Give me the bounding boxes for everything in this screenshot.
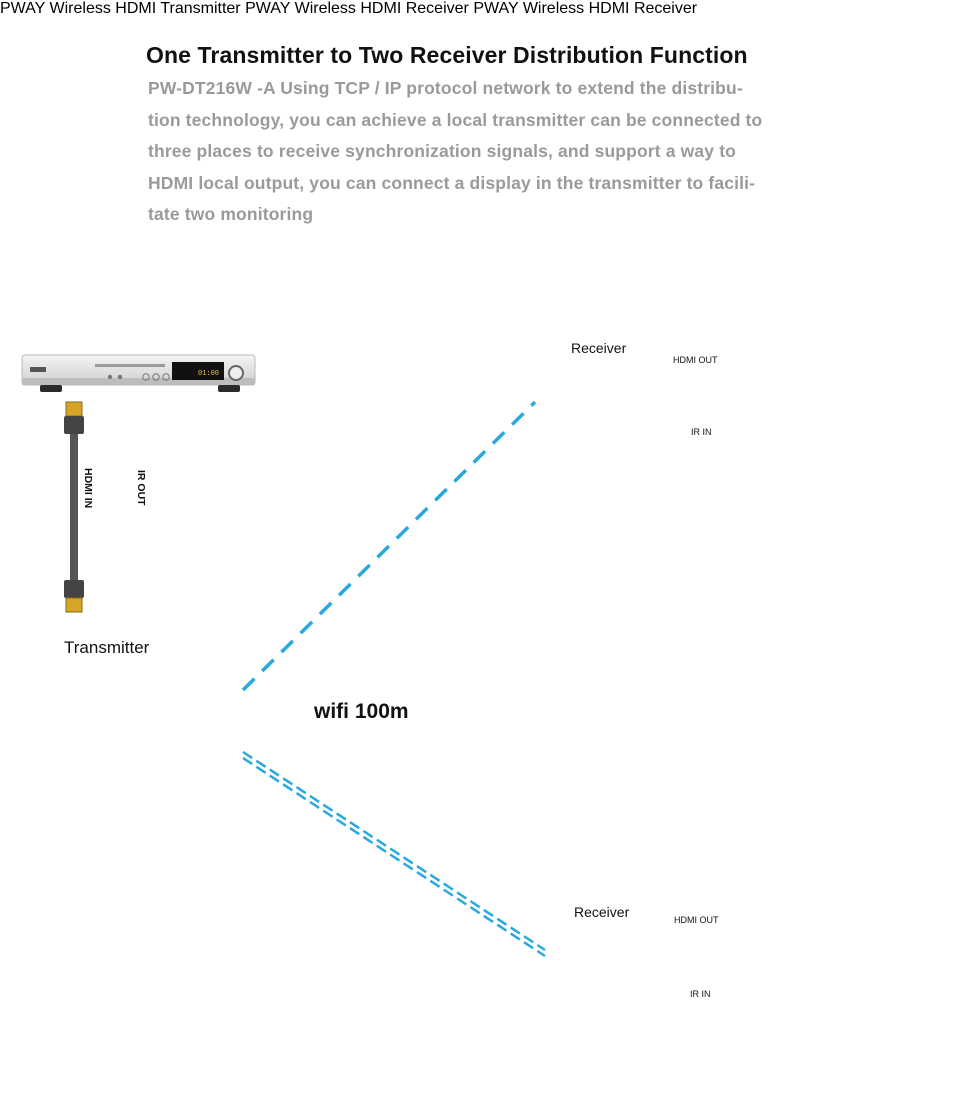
- receiver-label: Receiver: [571, 340, 627, 356]
- description-line: tate two monitoring: [148, 204, 314, 224]
- ir-in-label: IR IN: [691, 427, 712, 437]
- receiver-model-badge: Receiver: [633, 0, 698, 17]
- transmitter-label: Transmitter: [64, 638, 150, 657]
- page-title: One Transmitter to Two Receiver Distribu…: [146, 42, 748, 68]
- transmitter-device: PWAY Wireless HDMI Transmitter: [0, 0, 245, 17]
- hdmi-in-label: HDMI IN: [82, 468, 94, 509]
- wifi-link-lower: [242, 750, 546, 958]
- description-line: tion technology, you can achieve a local…: [148, 109, 763, 130]
- receiver-brand-logo: PWAY: [473, 0, 519, 17]
- hdmi-out-label: HDMI OUT: [673, 355, 718, 365]
- receiver-brand-logo: PWAY: [245, 0, 291, 17]
- ir-in-label: IR IN: [690, 989, 711, 999]
- hdmi-out-label: HDMI OUT: [674, 915, 719, 925]
- receiver-label: Receiver: [574, 904, 630, 920]
- description-line: three places to receive synchronization …: [148, 141, 737, 161]
- description: PW-DT216W -A Using TCP / IP protocol net…: [148, 73, 788, 231]
- receiver-device: PWAY Wireless HDMI Receiver: [473, 0, 697, 17]
- transmitter-model-badge: Transmitter: [160, 0, 241, 17]
- receiver-device: PWAY Wireless HDMI Receiver: [245, 0, 473, 17]
- transmitter-product-name: Wireless HDMI: [49, 0, 157, 17]
- receiver-product-name: Wireless HDMI: [522, 0, 630, 17]
- wifi-link-upper: [241, 400, 537, 692]
- ir-out-label: IR OUT: [135, 470, 147, 506]
- wifi-range-label: wifi 100m: [314, 700, 409, 723]
- receiver-product-name: Wireless HDMI: [294, 0, 402, 17]
- hdmi-cable-icon: [64, 401, 84, 613]
- description-line: HDMI local output, you can connect a dis…: [148, 172, 756, 193]
- dvd-player: [21, 354, 256, 392]
- receiver-model-badge: Receiver: [405, 0, 469, 17]
- dvd-display-readout: 01:00: [198, 370, 219, 378]
- description-line: PW-DT216W -A Using TCP / IP protocol net…: [148, 78, 743, 98]
- transmitter-brand-logo: PWAY: [0, 0, 46, 17]
